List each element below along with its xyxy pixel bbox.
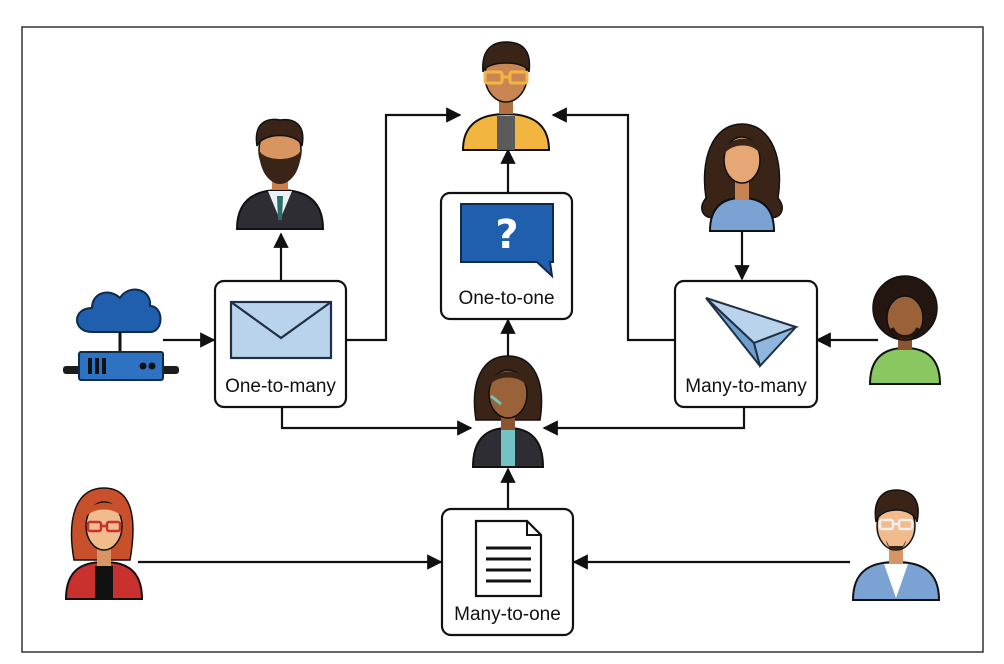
outer-frame xyxy=(21,26,984,653)
arrow-one-to-many-to-center-person xyxy=(280,408,473,436)
long-hair-woman-avatar xyxy=(701,123,783,232)
one-to-one-node: ? One-to-one xyxy=(439,191,574,321)
cloud-server-icon xyxy=(63,288,179,381)
businessman-avatar xyxy=(235,118,325,230)
document-icon xyxy=(474,519,543,598)
many-to-many-label: Many-to-many xyxy=(685,376,807,397)
arrow-many-to-many-to-center-person xyxy=(542,408,746,436)
curly-hair-man-avatar xyxy=(868,275,942,385)
one-to-one-label: One-to-one xyxy=(458,288,554,309)
arrow-many-to-many-to-top-person xyxy=(551,107,674,342)
one-to-many-label: One-to-many xyxy=(225,376,336,397)
many-to-one-label: Many-to-one xyxy=(454,604,561,625)
bearded-glasses-man-avatar xyxy=(851,489,941,601)
arrow-one-to-many-to-top-person xyxy=(346,107,462,342)
question-speech-bubble-icon: ? xyxy=(460,203,554,279)
many-to-one-node: Many-to-one xyxy=(440,507,575,637)
question-mark-glyph: ? xyxy=(495,212,518,258)
glasses-person-top-avatar xyxy=(461,41,551,151)
envelope-icon xyxy=(229,300,333,360)
center-woman-headset-avatar xyxy=(471,355,545,468)
red-hair-woman-avatar xyxy=(64,487,144,600)
one-to-many-node: One-to-many xyxy=(213,279,348,409)
paper-plane-icon xyxy=(705,297,800,369)
many-to-many-node: Many-to-many xyxy=(673,279,819,409)
